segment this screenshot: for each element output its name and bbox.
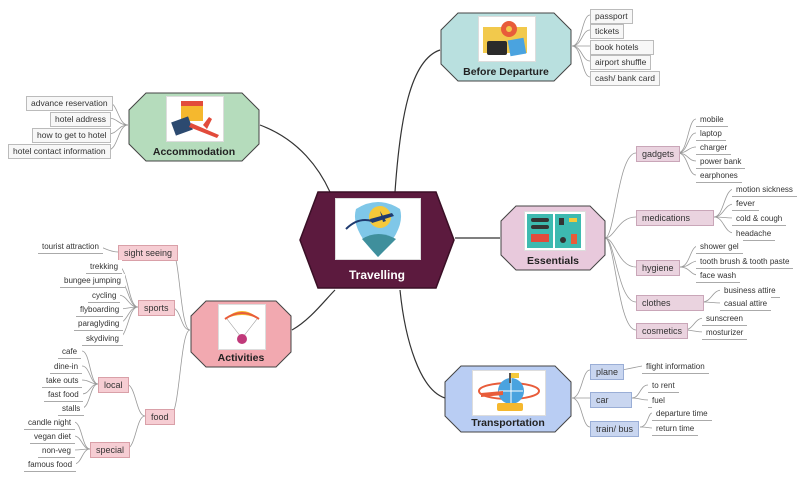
leaf-mobile[interactable]: mobile bbox=[696, 113, 728, 127]
leaf-departure-time[interactable]: departure time bbox=[652, 407, 712, 421]
leaf-tourist-attraction[interactable]: tourist attraction bbox=[38, 240, 103, 254]
subtopic-local[interactable]: local bbox=[98, 377, 129, 393]
leaf-face-wash[interactable]: face wash bbox=[696, 269, 741, 283]
leaf-headache[interactable]: headache bbox=[732, 227, 776, 241]
suitcase-icon bbox=[524, 211, 586, 251]
leaf-return-time[interactable]: return time bbox=[652, 422, 699, 436]
leaf-casual-attire[interactable]: casual attire bbox=[720, 297, 772, 311]
topic-accommodation[interactable]: Accommodation bbox=[128, 92, 260, 162]
essentials-title: Essentials bbox=[527, 255, 579, 267]
leaf-skydiving[interactable]: skydiving bbox=[82, 332, 123, 346]
leaf-sunscreen[interactable]: sunscreen bbox=[702, 312, 747, 326]
leaf-fever[interactable]: fever bbox=[732, 197, 759, 211]
subtopic-special[interactable]: special bbox=[90, 442, 131, 458]
leaf-cafe[interactable]: cafe bbox=[58, 345, 82, 359]
topic-activities[interactable]: Activities bbox=[190, 300, 292, 368]
subtopic-cosmetics[interactable]: cosmetics bbox=[636, 323, 689, 339]
map-wallet-passport-icon bbox=[478, 16, 536, 62]
leaf-power-bank[interactable]: power bank bbox=[696, 155, 746, 169]
leaf-paraglyding[interactable]: paraglyding bbox=[74, 317, 124, 331]
connector-center-activities bbox=[291, 289, 336, 331]
subtopic-hygiene[interactable]: hygiene bbox=[636, 260, 680, 276]
leaf-flight-information[interactable]: flight information bbox=[642, 360, 709, 374]
connector-center-accommodation bbox=[259, 124, 331, 193]
leaf-fuel[interactable]: fuel bbox=[648, 394, 669, 408]
leaf-candle-night[interactable]: candle night bbox=[24, 416, 76, 430]
subtopic-sports[interactable]: sports bbox=[138, 300, 175, 316]
airplane-pin-icon bbox=[335, 198, 421, 260]
leaf-famous-food[interactable]: famous food bbox=[24, 458, 77, 472]
leaf-vegan-diet[interactable]: vegan diet bbox=[30, 430, 75, 444]
leaf-shower-gel[interactable]: shower gel bbox=[696, 240, 743, 254]
leaf-tooth-brush-tooth-paste[interactable]: tooth brush & tooth paste bbox=[696, 255, 794, 269]
leaf-tickets[interactable]: tickets bbox=[590, 24, 625, 39]
central-topic-travelling[interactable]: Travelling bbox=[298, 190, 456, 290]
leaf-cycling[interactable]: cycling bbox=[88, 289, 121, 303]
topic-before-departure[interactable]: Before Departure bbox=[440, 12, 572, 82]
leaf-bungee-jumping[interactable]: bungee jumping bbox=[60, 274, 125, 288]
leaf-take-outs[interactable]: take outs bbox=[42, 374, 83, 388]
leaf-stalls[interactable]: stalls bbox=[58, 402, 85, 416]
leaf-advance-reservation[interactable]: advance reservation bbox=[26, 96, 113, 111]
topic-essentials[interactable]: Essentials bbox=[500, 205, 606, 271]
paraglider-icon bbox=[218, 304, 266, 350]
leaf-dine-in[interactable]: dine-in bbox=[50, 360, 83, 374]
leaf-charger[interactable]: charger bbox=[696, 141, 732, 155]
subtopic-car[interactable]: car bbox=[590, 392, 632, 408]
subtopic-clothes[interactable]: clothes bbox=[636, 295, 704, 311]
leaf-hotel-contact-information[interactable]: hotel contact information bbox=[8, 144, 111, 159]
subtopic-gadgets[interactable]: gadgets bbox=[636, 146, 681, 162]
activities-title: Activities bbox=[217, 352, 265, 364]
leaf-to-rent[interactable]: to rent bbox=[648, 379, 679, 393]
center-title: Travelling bbox=[348, 268, 406, 282]
leaf-passport[interactable]: passport bbox=[590, 9, 633, 24]
connector-center-transportation bbox=[399, 289, 446, 399]
leaf-flyboarding[interactable]: flyboarding bbox=[76, 303, 124, 317]
subtopic-sight-seeing[interactable]: sight seeing bbox=[118, 245, 179, 261]
subtopic-medications[interactable]: medications bbox=[636, 210, 714, 226]
connector-center-before-departure bbox=[394, 49, 441, 193]
leaf-how-to-get-to-hotel[interactable]: how to get to hotel bbox=[32, 128, 112, 143]
subtopic-food[interactable]: food bbox=[145, 409, 175, 425]
leaf-cash-bank-card[interactable]: cash/ bank card bbox=[590, 71, 661, 86]
accommodation-title: Accommodation bbox=[152, 146, 236, 158]
subtopic-plane[interactable]: plane bbox=[590, 364, 625, 380]
globe-transport-icon bbox=[472, 370, 546, 416]
calendar-map-plane-icon bbox=[166, 96, 224, 142]
leaf-trekking[interactable]: trekking bbox=[86, 260, 123, 274]
leaf-cold-cough[interactable]: cold & cough bbox=[732, 212, 787, 226]
leaf-earphones[interactable]: earphones bbox=[696, 169, 742, 183]
leaf-mosturizer[interactable]: mosturizer bbox=[702, 326, 748, 340]
leaf-non-veg[interactable]: non-veg bbox=[38, 444, 75, 458]
topic-transportation[interactable]: Transportation bbox=[444, 365, 572, 433]
leaf-book-hotels[interactable]: book hotels bbox=[590, 40, 654, 55]
leaf-hotel-address[interactable]: hotel address bbox=[50, 112, 112, 127]
transportation-title: Transportation bbox=[471, 417, 545, 429]
before-departure-title: Before Departure bbox=[463, 66, 549, 78]
leaf-business-attire[interactable]: business attire bbox=[720, 284, 780, 298]
leaf-laptop[interactable]: laptop bbox=[696, 127, 726, 141]
leaf-airport-shuffle[interactable]: airport shuffle bbox=[590, 55, 652, 70]
subtopic-train-bus[interactable]: train/ bus bbox=[590, 421, 640, 437]
leaf-motion-sickness[interactable]: motion sickness bbox=[732, 183, 797, 197]
leaf-fast-food[interactable]: fast food bbox=[44, 388, 83, 402]
